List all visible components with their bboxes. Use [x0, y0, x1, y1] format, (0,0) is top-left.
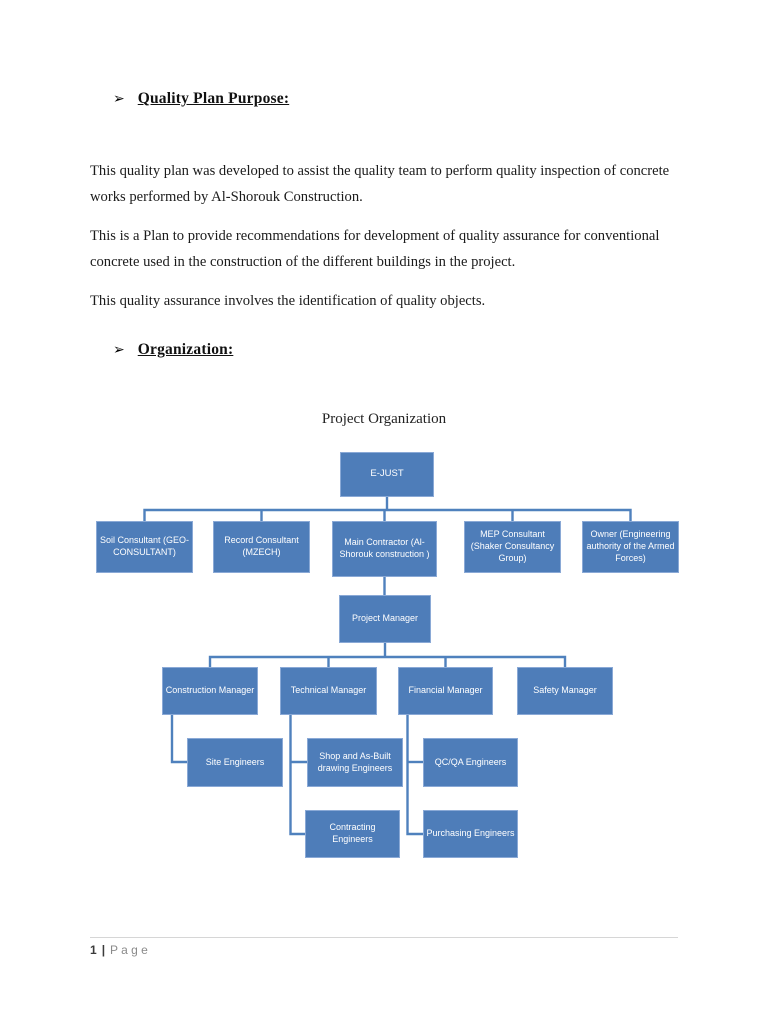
org-node-project-manager: Project Manager — [339, 595, 431, 643]
org-node-shop-asbuilt-engineers: Shop and As-Built drawing Engineers — [307, 738, 403, 787]
org-node-contracting-engineers: QC/QA Engineers — [423, 738, 518, 787]
heading-text-organization: Organization: — [137, 341, 234, 358]
arrow-bullet-icon: ➢ — [113, 342, 125, 358]
paragraph-2: This is a Plan to provide recommendation… — [90, 228, 660, 270]
org-node-qcqa-engineers: Contracting Engineers — [305, 810, 400, 858]
paragraph-3: This quality assurance involves the iden… — [90, 293, 486, 309]
section-heading-organization: ➢ Organization: — [113, 341, 233, 359]
org-node-record-consultant: Record Consultant (MZECH) — [213, 521, 310, 573]
org-node-site-engineers: Site Engineers — [187, 738, 283, 787]
org-node-soil-consultant: Soil Consultant (GEO-CONSULTANT) — [96, 521, 193, 573]
org-node-owner: Owner (Engineering authority of the Arme… — [582, 521, 679, 573]
page-number: 1 — [90, 943, 97, 957]
org-node-technical-manager: Technical Manager — [280, 667, 377, 715]
org-chart-title: Project Organization — [321, 411, 447, 427]
footer-separator: | — [101, 943, 106, 957]
arrow-bullet-icon: ➢ — [113, 91, 125, 107]
section-heading-quality-plan-purpose: ➢ Quality Plan Purpose: — [113, 90, 289, 108]
org-node-mep-consultant: MEP Consultant (Shaker Consultancy Group… — [464, 521, 561, 573]
page-footer: 1 | P a g e — [90, 943, 148, 957]
org-node-e-just: E-JUST — [340, 452, 434, 497]
org-chart-connectors — [143, 497, 632, 836]
footer-divider — [90, 937, 678, 938]
org-chart: E-JUST Soil Consultant (GEO-CONSULTANT) … — [80, 440, 700, 880]
org-node-construction-manager: Construction Manager — [162, 667, 258, 715]
paragraph-1: This quality plan was developed to assis… — [90, 163, 670, 205]
org-node-safety-manager: Safety Manager — [517, 667, 613, 715]
org-node-main-contractor: Main Contractor (Al-Shorouk construction… — [332, 521, 437, 577]
footer-page-label: P a g e — [110, 943, 148, 957]
org-node-purchasing-engineers: Purchasing Engineers — [423, 810, 518, 858]
heading-text-quality-plan-purpose: Quality Plan Purpose: — [137, 90, 290, 107]
body-paragraphs: This quality plan was developed to assis… — [90, 158, 682, 327]
org-node-financial-manager: Financial Manager — [398, 667, 493, 715]
